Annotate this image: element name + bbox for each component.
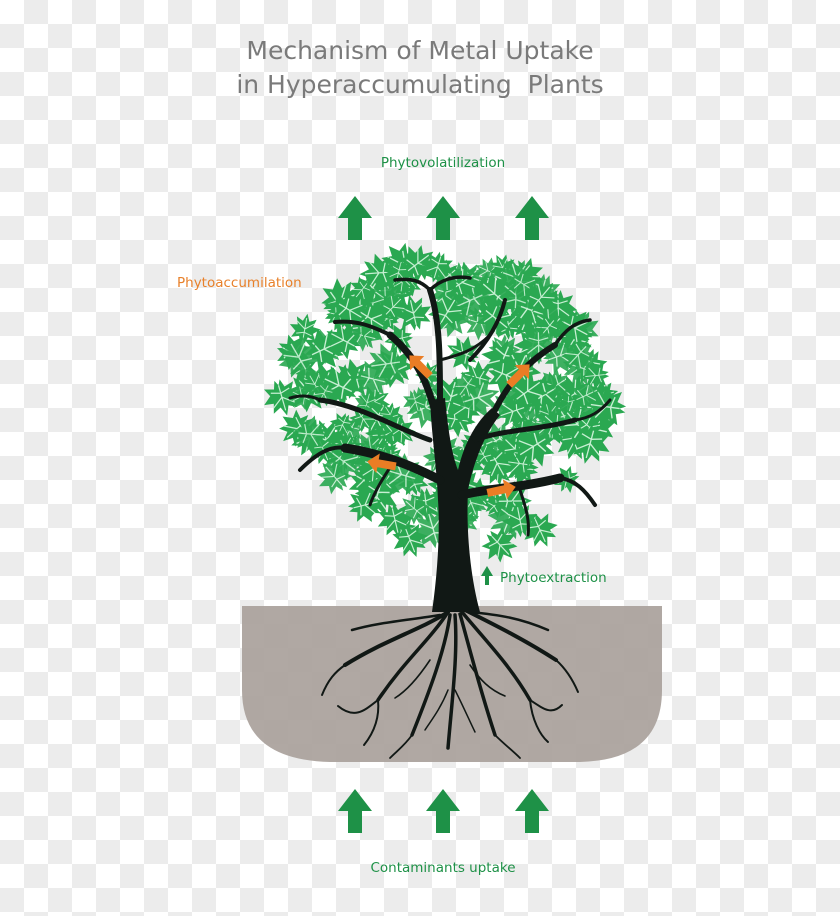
title-line-1: Mechanism of Metal Uptake bbox=[246, 36, 594, 65]
label-phytoextraction: Phytoextraction bbox=[500, 570, 607, 586]
diagram-title: Mechanism of Metal Uptake in Hyperaccumu… bbox=[0, 34, 840, 102]
uptake-arrows bbox=[338, 789, 549, 833]
green-up-arrow-icon bbox=[426, 196, 460, 240]
green-up-arrow-icon bbox=[338, 196, 372, 240]
tree-roots bbox=[321, 608, 579, 759]
label-contaminants-uptake: Contaminants uptake bbox=[370, 860, 516, 876]
label-phytoaccumulation: Phytoaccumilation bbox=[177, 275, 302, 291]
green-up-arrow-icon bbox=[515, 789, 549, 833]
green-up-arrow-icon bbox=[338, 789, 372, 833]
volatilization-arrows bbox=[338, 196, 549, 240]
label-phytovolatilization: Phytovolatilization bbox=[380, 155, 506, 171]
phytoextraction-arrow-icon bbox=[481, 566, 493, 585]
green-up-arrow-icon bbox=[515, 196, 549, 240]
tree-trunk bbox=[430, 398, 500, 612]
green-up-arrow-icon bbox=[426, 789, 460, 833]
title-line-2: in Hyperaccumulating Plants bbox=[236, 70, 604, 99]
